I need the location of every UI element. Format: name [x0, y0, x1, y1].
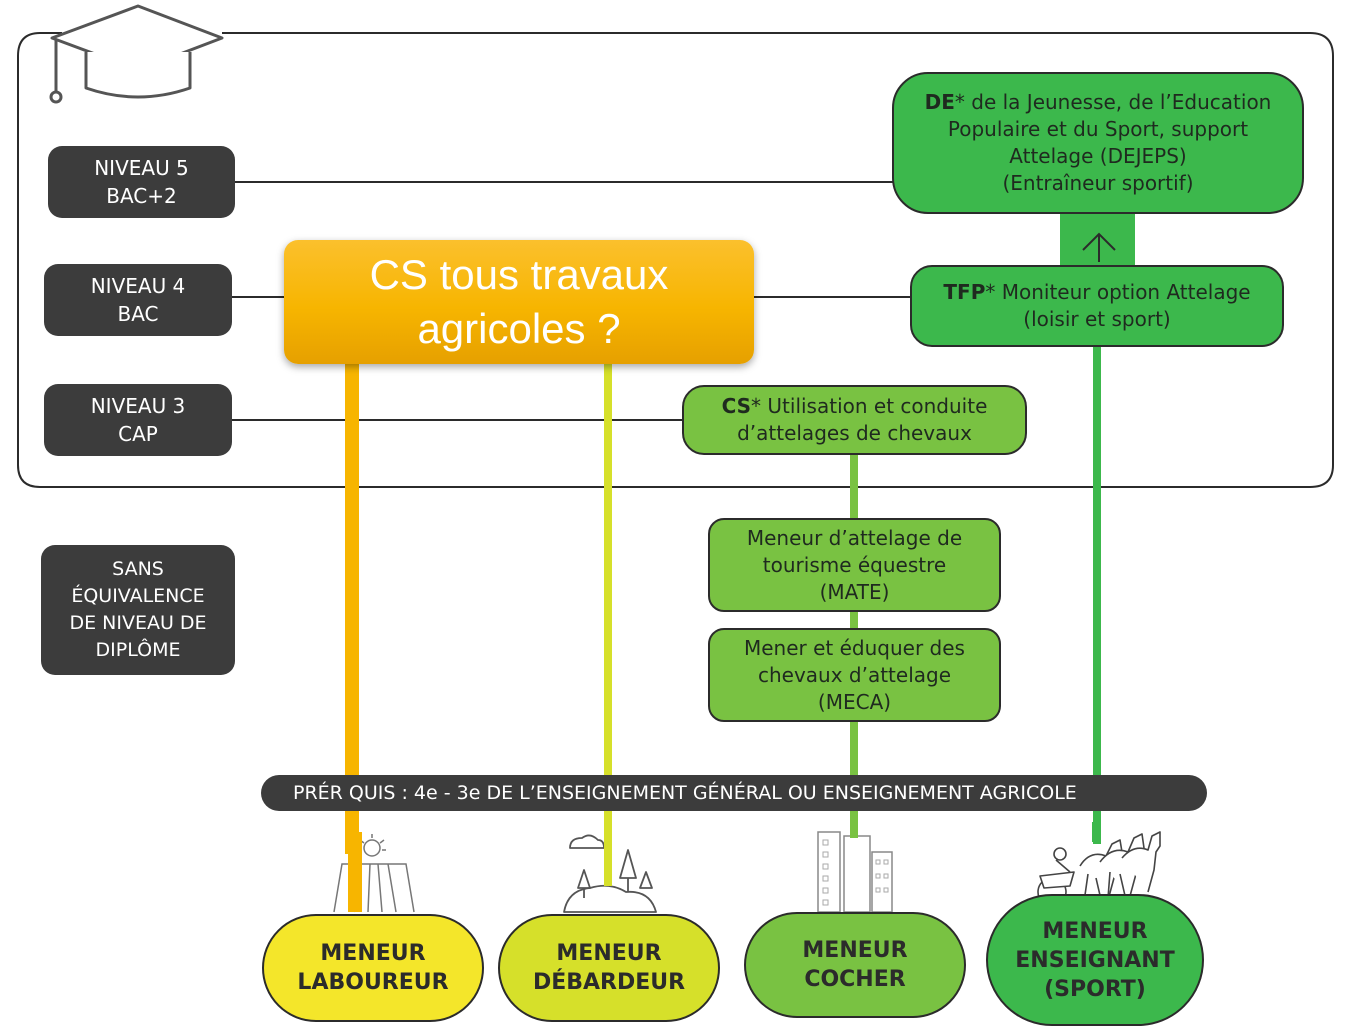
level-niveau-3: NIVEAU 3 CAP [44, 384, 232, 456]
prerequisite-text: PRÉR QUIS : 4e - 3e DE L’ENSEIGNEMENT GÉ… [293, 782, 1077, 804]
buildings-icon [817, 830, 893, 913]
debardeur-path [604, 362, 612, 874]
level-sans-equivalence: SANS ÉQUIVALENCE DE NIVEAU DE DIPLÔME [41, 545, 235, 675]
laboureur-line2: LABOUREUR [297, 970, 449, 995]
mate-line2: tourisme équestre [762, 552, 947, 577]
tfp-acronym: TFP [943, 280, 986, 304]
career-meneur-laboureur: MENEUR LABOUREUR [262, 914, 484, 1022]
overlay-line2: agricoles ? [417, 305, 621, 352]
level-niveau-5: NIVEAU 5 BAC+2 [48, 146, 235, 218]
dejeps-line1: * de la Jeunesse, de l’Education [954, 90, 1272, 114]
level-sans-line2: ÉQUIVALENCE [71, 585, 205, 607]
diploma-tfp: TFP* Moniteur option Attelage (loisir et… [910, 265, 1284, 347]
dejeps-line2: Populaire et du Sport, support [947, 117, 1249, 141]
dejeps-line3: Attelage (DEJEPS) [1009, 144, 1187, 168]
diploma-mate: Meneur d’attelage de tourisme équestre (… [708, 518, 1001, 612]
forest-icon [563, 830, 657, 913]
tfp-line1: * Moniteur option Attelage [985, 280, 1251, 304]
level-niveau-5-line1: NIVEAU 5 [94, 156, 189, 180]
laboureur-path [345, 362, 359, 854]
diploma-dejeps: DE* de la Jeunesse, de l’Education Popul… [892, 72, 1304, 214]
level-niveau-3-line1: NIVEAU 3 [90, 394, 186, 418]
diploma-meca: Mener et éduquer des chevaux d’attelage … [708, 628, 1001, 722]
meca-line3: (MECA) [817, 689, 892, 714]
enseignant-line3: (SPORT) [1044, 976, 1146, 1002]
tfp-to-de-connector [1060, 212, 1135, 268]
mate-line3: (MATE) [819, 579, 890, 604]
mate-line1: Meneur d’attelage de [746, 525, 963, 550]
level-niveau-4-line2: BAC [117, 302, 159, 326]
tfp-line2: (loisir et sport) [1023, 307, 1171, 331]
diploma-cs-attelage: CS* Utilisation et conduite d’attelages … [682, 385, 1027, 455]
cs-tous-travaux-overlay: CS tous travaux agricoles ? [284, 240, 754, 364]
career-meneur-enseignant: MENEUR ENSEIGNANT (SPORT) [986, 894, 1204, 1026]
enseignant-path [1093, 346, 1101, 844]
dejeps-acronym: DE [924, 90, 955, 114]
level-niveau-4: NIVEAU 4 BAC [44, 264, 232, 336]
cocher-line2: COCHER [804, 967, 906, 992]
career-meneur-cocher: MENEUR COCHER [744, 912, 966, 1018]
laboureur-line1: MENEUR [320, 941, 426, 966]
arrow-up-icon [1082, 232, 1116, 262]
level-niveau-5-line2: BAC+2 [106, 184, 177, 208]
cs-line2: d’attelages de chevaux [737, 421, 972, 445]
meca-line1: Mener et éduquer des [744, 635, 965, 660]
levels-frame [17, 32, 1334, 488]
enseignant-line2: ENSEIGNANT [1015, 947, 1175, 973]
level-niveau-3-line2: CAP [118, 422, 158, 446]
cs-line1: * Utilisation et conduite [751, 394, 988, 418]
career-meneur-debardeur: MENEUR DÉBARDEUR [498, 914, 720, 1022]
cocher-line1: MENEUR [802, 938, 908, 963]
field-icon [333, 832, 415, 913]
level-sans-line3: DE NIVEAU DE [69, 612, 207, 634]
level-sans-line4: DIPLÔME [95, 639, 181, 661]
level-niveau-4-line1: NIVEAU 4 [90, 274, 186, 298]
meca-line2: chevaux d’attelage [757, 662, 952, 687]
level-sans-line1: SANS [112, 558, 164, 580]
graduation-cap-icon [49, 4, 224, 104]
debardeur-line2: DÉBARDEUR [532, 970, 686, 995]
cs-acronym: CS [721, 394, 752, 418]
dejeps-line4: (Entraîneur sportif) [1002, 171, 1194, 195]
debardeur-line1: MENEUR [556, 941, 662, 966]
prerequisite-bar: PRÉR QUIS : 4e - 3e DE L’ENSEIGNEMENT GÉ… [261, 775, 1207, 811]
enseignant-line1: MENEUR [1042, 918, 1148, 944]
overlay-line1: CS tous travaux [369, 251, 669, 298]
